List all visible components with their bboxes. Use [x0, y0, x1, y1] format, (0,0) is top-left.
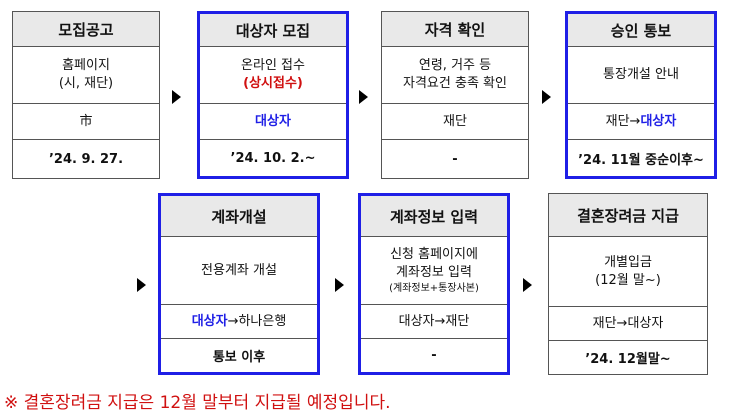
- step-title: 결혼장려금 지급: [549, 194, 707, 236]
- actor-from: 대상자: [191, 313, 228, 329]
- detail-line: (시, 재단): [58, 76, 114, 91]
- step-date: 통보 이후: [161, 338, 317, 372]
- detail-line: 온라인 접수: [241, 58, 305, 73]
- step-title: 승인 통보: [568, 14, 714, 46]
- step-date: ’24. 12월말~: [549, 340, 707, 374]
- detail-line: 신청 홈페이지에: [390, 246, 478, 262]
- step-title: 대상자 모집: [200, 14, 346, 46]
- actor-to: →하나은행: [227, 313, 287, 329]
- step-actor: 대상자: [200, 103, 346, 139]
- step-title: 자격 확인: [382, 12, 528, 46]
- detail-line: 홈페이지: [62, 58, 110, 73]
- step-date: ’24. 11월 중순이후~: [568, 139, 714, 176]
- step-date: -: [361, 338, 507, 372]
- step-actor: 재단→대상자: [568, 103, 714, 139]
- detail-line: 계좌정보 입력: [396, 264, 472, 280]
- actor-to: 대상자: [640, 113, 677, 129]
- detail-line-small: (계좌정보+통장사본): [389, 282, 479, 294]
- step-actor: 재단: [382, 103, 528, 139]
- step-date: ’24. 10. 2.~: [200, 139, 346, 176]
- step-detail: 온라인 접수 (상시접수): [200, 46, 346, 103]
- step-detail: 홈페이지 (시, 재단): [13, 46, 159, 103]
- detail-line: (12월 말~): [595, 272, 661, 288]
- step-eligibility-check: 자격 확인 연령, 거주 등 자격요건 충족 확인 재단 -: [381, 11, 529, 179]
- step-actor: 市: [13, 103, 159, 139]
- step-detail: 통장개설 안내: [568, 46, 714, 103]
- detail-line-highlight: (상시접수): [243, 76, 303, 91]
- actor-from: 재단→: [605, 113, 641, 129]
- step-actor: 대상자→재단: [361, 304, 507, 338]
- arrow-right-icon: [542, 90, 551, 104]
- step-date: -: [382, 139, 528, 178]
- step-account-info-entry: 계좌정보 입력 신청 홈페이지에 계좌정보 입력 (계좌정보+통장사본) 대상자…: [358, 193, 510, 375]
- step-recruit-notice: 모집공고 홈페이지 (시, 재단) 市 ’24. 9. 27.: [12, 11, 160, 179]
- step-detail: 개별입금 (12월 말~): [549, 236, 707, 306]
- step-detail: 신청 홈페이지에 계좌정보 입력 (계좌정보+통장사본): [361, 236, 507, 304]
- arrow-right-icon: [359, 90, 368, 104]
- step-detail: 연령, 거주 등 자격요건 충족 확인: [382, 46, 528, 103]
- step-account-open: 계좌개설 전용계좌 개설 대상자→하나은행 통보 이후: [158, 193, 320, 375]
- detail-line: 개별입금: [604, 254, 652, 270]
- step-incentive-payment: 결혼장려금 지급 개별입금 (12월 말~) 재단→대상자 ’24. 12월말~: [548, 193, 708, 375]
- detail-line: 자격요건 충족 확인: [403, 76, 507, 91]
- step-approval-notice: 승인 통보 통장개설 안내 재단→대상자 ’24. 11월 중순이후~: [565, 11, 717, 179]
- step-title: 모집공고: [13, 12, 159, 46]
- step-detail: 전용계좌 개설: [161, 236, 317, 304]
- step-title: 계좌개설: [161, 196, 317, 236]
- step-applicant-recruit: 대상자 모집 온라인 접수 (상시접수) 대상자 ’24. 10. 2.~: [197, 11, 349, 179]
- step-date: ’24. 9. 27.: [13, 139, 159, 178]
- footnote: ※ 결혼장려금 지급은 12월 말부터 지급될 예정입니다.: [4, 393, 391, 413]
- step-title: 계좌정보 입력: [361, 196, 507, 236]
- arrow-right-icon: [172, 90, 181, 104]
- arrow-right-icon: [137, 278, 146, 292]
- step-actor: 재단→대상자: [549, 306, 707, 340]
- arrow-right-icon: [523, 278, 532, 292]
- detail-line: 연령, 거주 등: [418, 58, 492, 73]
- step-actor: 대상자→하나은행: [161, 304, 317, 338]
- arrow-right-icon: [335, 278, 344, 292]
